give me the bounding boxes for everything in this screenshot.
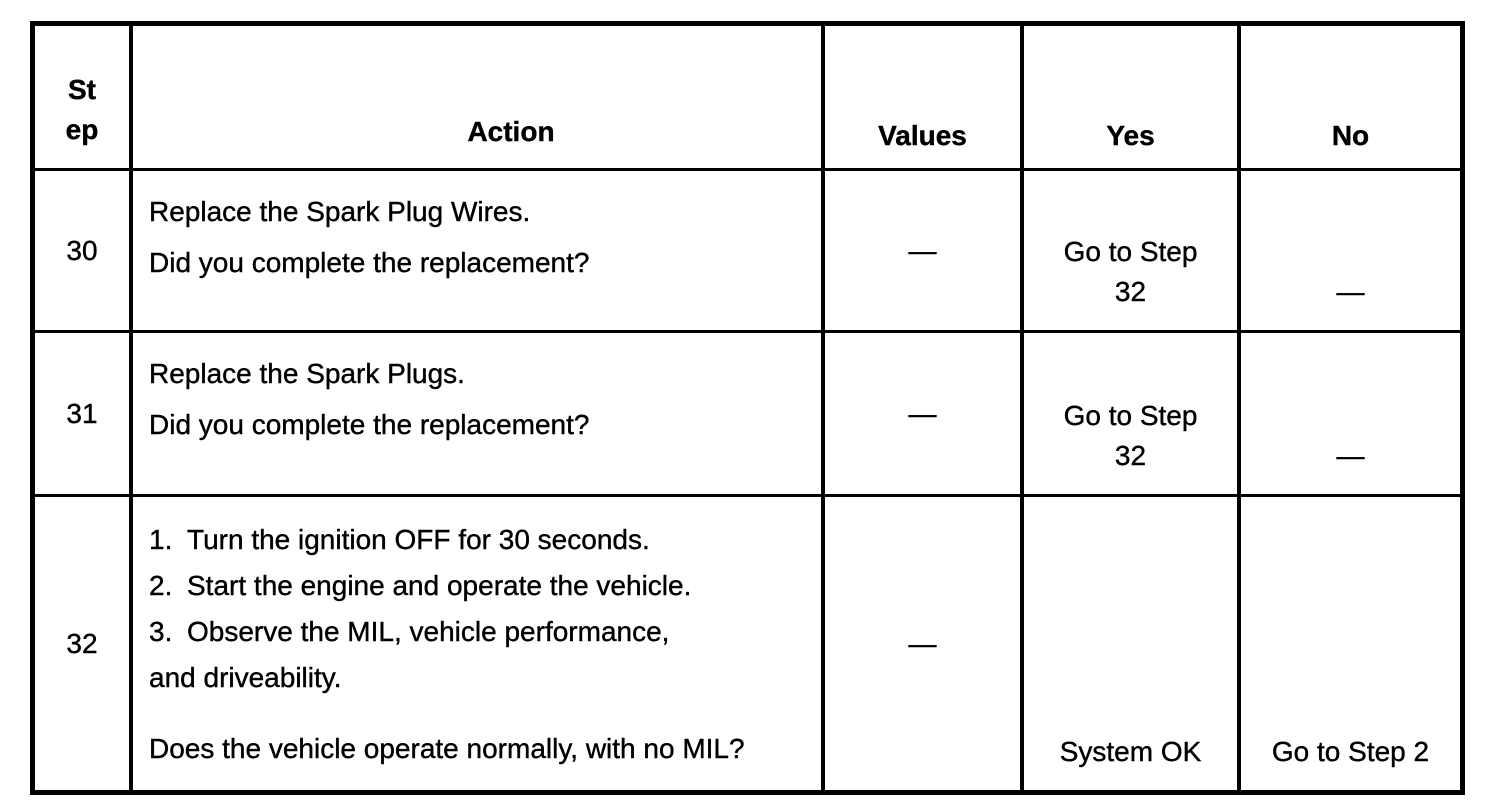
action-question: Does the vehicle operate normally, with … [149, 733, 745, 764]
no-dash: — [1336, 276, 1365, 307]
header-cell-step: St ep [35, 26, 133, 171]
action-list-item: 2. Start the engine and operate the vehi… [149, 569, 801, 603]
action-list-continuation: and driveability. [149, 662, 342, 693]
header-cell-values: Values [825, 26, 1024, 171]
diagnostic-table: St ep Action Values Yes No 30 Replace th… [30, 21, 1465, 795]
no-dash: — [1336, 440, 1365, 471]
header-cell-no: No [1241, 26, 1460, 171]
values-cell: — [825, 333, 1024, 497]
action-question: Did you complete the replacement? [149, 409, 590, 440]
header-step-label: St ep [65, 74, 99, 145]
step-number-cell: 31 [35, 333, 133, 497]
values-cell: — [825, 171, 1024, 333]
no-cell: Go to Step 2 [1241, 497, 1460, 790]
values-dash: — [908, 397, 937, 429]
header-values-label: Values [878, 120, 967, 151]
yes-goto-line1: Go to Step [1063, 236, 1198, 267]
step-number: 30 [66, 234, 98, 266]
yes-goto-line1: Go to Step [1063, 400, 1198, 431]
list-text: Observe the MIL, vehicle performance, [187, 616, 670, 647]
values-cell: — [825, 497, 1024, 790]
step-number: 32 [66, 627, 98, 659]
yes-cell: Go to Step 32 [1024, 333, 1241, 497]
header-action-label: Action [467, 116, 555, 147]
no-cell: — [1241, 171, 1460, 333]
yes-cell: Go to Step 32 [1024, 171, 1241, 333]
action-list-item: 3. Observe the MIL, vehicle performance, [149, 615, 801, 649]
values-dash: — [908, 627, 937, 659]
step-number: 31 [66, 397, 98, 429]
step-number-cell: 32 [35, 497, 133, 790]
header-no-label: No [1331, 120, 1370, 151]
values-dash: — [908, 234, 937, 266]
list-number: 2. [149, 570, 173, 601]
list-number: 1. [149, 524, 173, 555]
header-cell-yes: Yes [1024, 26, 1241, 171]
list-text: Turn the ignition OFF for 30 seconds. [187, 524, 650, 555]
action-question: Did you complete the replacement? [149, 247, 590, 278]
yes-cell: System OK [1024, 497, 1241, 790]
yes-result: System OK [1059, 736, 1202, 767]
step-number-cell: 30 [35, 171, 133, 333]
no-goto: Go to Step 2 [1271, 736, 1430, 767]
action-cell: Replace the Spark Plugs. Did you complet… [133, 333, 825, 497]
yes-goto-line2: 32 [1114, 276, 1147, 307]
action-list-item: 1. Turn the ignition OFF for 30 seconds. [149, 523, 801, 557]
header-yes-label: Yes [1106, 120, 1155, 151]
no-cell: — [1241, 333, 1460, 497]
action-cell: Replace the Spark Plug Wires. Did you co… [133, 171, 825, 333]
list-text: Start the engine and operate the vehicle… [187, 570, 692, 601]
action-cell: 1. Turn the ignition OFF for 30 seconds.… [133, 497, 825, 790]
action-instruction: Replace the Spark Plug Wires. [149, 196, 531, 227]
action-instruction: Replace the Spark Plugs. [149, 358, 465, 389]
yes-goto-line2: 32 [1114, 440, 1147, 471]
header-cell-action: Action [133, 26, 825, 171]
list-number: 3. [149, 616, 173, 647]
